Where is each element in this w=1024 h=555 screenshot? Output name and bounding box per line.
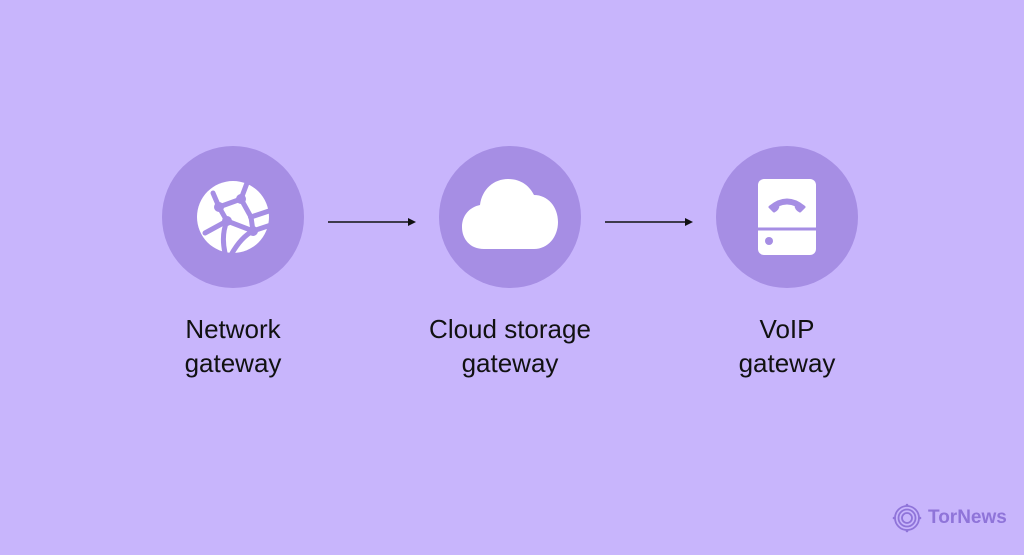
label-network-gateway: Network gateway [184,314,282,378]
node-network-gateway [162,146,304,288]
node-voip-gateway [716,146,858,288]
cloud-icon [462,179,558,249]
logo-text: TorNews [928,507,1007,528]
voip-phone-icon [758,179,816,255]
tornews-logo: TorNews [892,503,1007,533]
tornews-logo-icon [892,503,922,533]
arrow-1 [328,218,416,226]
arrow-2 [605,218,693,226]
node-cloud-storage-gateway [439,146,581,288]
label-voip-gateway: VoIP gateway [738,314,836,378]
label-cloud-storage-gateway: Cloud storage gateway [429,314,591,378]
globe-network-icon [197,180,274,258]
